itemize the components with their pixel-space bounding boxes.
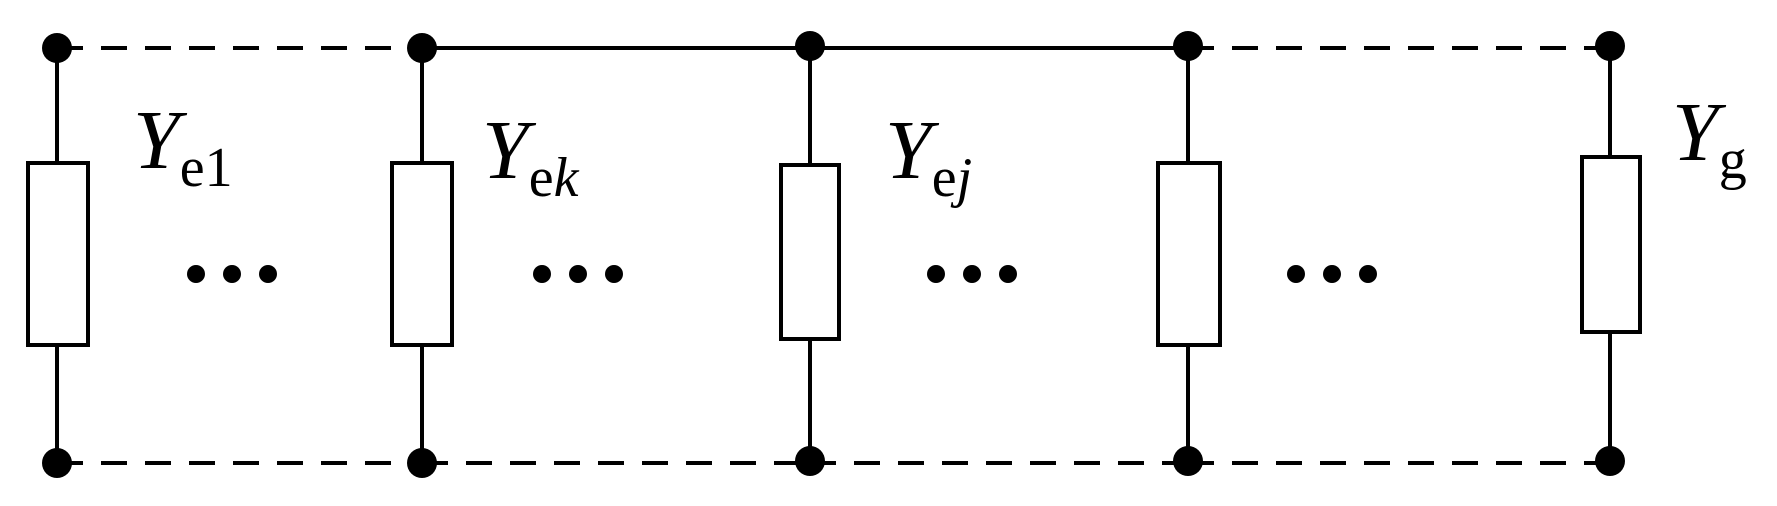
ellipsis-3-dot-2: [963, 265, 981, 283]
branch-1-label-sub: e1: [180, 137, 233, 199]
branch-4: [1156, 48, 1222, 463]
admittance-element-2: [390, 161, 454, 347]
branch-1-label: Ye1: [133, 94, 233, 199]
node-top-4: [1173, 31, 1203, 61]
ellipsis-1-dot-2: [223, 265, 241, 283]
node-top-2: [407, 33, 437, 63]
node-bottom-1: [42, 448, 72, 478]
branch-1: Ye1: [26, 48, 233, 463]
branch-2-label-main: Y: [482, 104, 537, 197]
ellipsis-4-dot-2: [1323, 265, 1341, 283]
admittance-element-5: [1580, 155, 1642, 334]
ellipsis-2-dot-3: [605, 265, 623, 283]
ellipsis-1-dot-3: [259, 265, 277, 283]
admittance-element-3: [779, 163, 841, 341]
branch-5-label-main: Y: [1672, 86, 1727, 179]
branch-2-label-sub: e: [529, 147, 554, 209]
branch-2: Yek: [390, 48, 580, 463]
admittance-element-1: [26, 161, 90, 347]
node-bottom-2: [407, 448, 437, 478]
ellipsis-4-dot-1: [1287, 265, 1305, 283]
branch-3-label-sub-italic: j: [951, 147, 973, 209]
ellipsis-3-dot-3: [999, 265, 1017, 283]
branch-2-label: Yek: [482, 104, 580, 209]
ellipsis-4-dot-3: [1359, 265, 1377, 283]
ellipsis-4: [1287, 265, 1377, 283]
ellipsis-2-dot-1: [533, 265, 551, 283]
branch-3-label: Yej: [885, 104, 972, 209]
node-top-1: [42, 33, 72, 63]
ellipsis-2-dot-2: [569, 265, 587, 283]
branch-5-label-sub: g: [1719, 129, 1747, 191]
ellipsis-3-dot-1: [927, 265, 945, 283]
node-bottom-3: [795, 446, 825, 476]
branch-3-label-sub: e: [932, 147, 957, 209]
ellipsis-1: [187, 265, 277, 283]
node-bottom-4: [1173, 446, 1203, 476]
ellipsis-3: [927, 265, 1017, 283]
branch-3-label-main: Y: [885, 104, 940, 197]
node-bottom-5: [1595, 446, 1625, 476]
ellipsis-1-dot-1: [187, 265, 205, 283]
branch-5-label: Yg: [1672, 86, 1747, 191]
branch-2-label-sub-italic: k: [554, 147, 580, 209]
ellipsis-2: [533, 265, 623, 283]
node-top-5: [1595, 31, 1625, 61]
branch-1-label-main: Y: [133, 94, 188, 187]
branch-5: Yg: [1580, 48, 1747, 463]
node-top-3: [795, 31, 825, 61]
branch-3: Yej: [779, 48, 972, 463]
admittance-element-4: [1156, 161, 1222, 347]
junction-nodes: [42, 31, 1625, 478]
